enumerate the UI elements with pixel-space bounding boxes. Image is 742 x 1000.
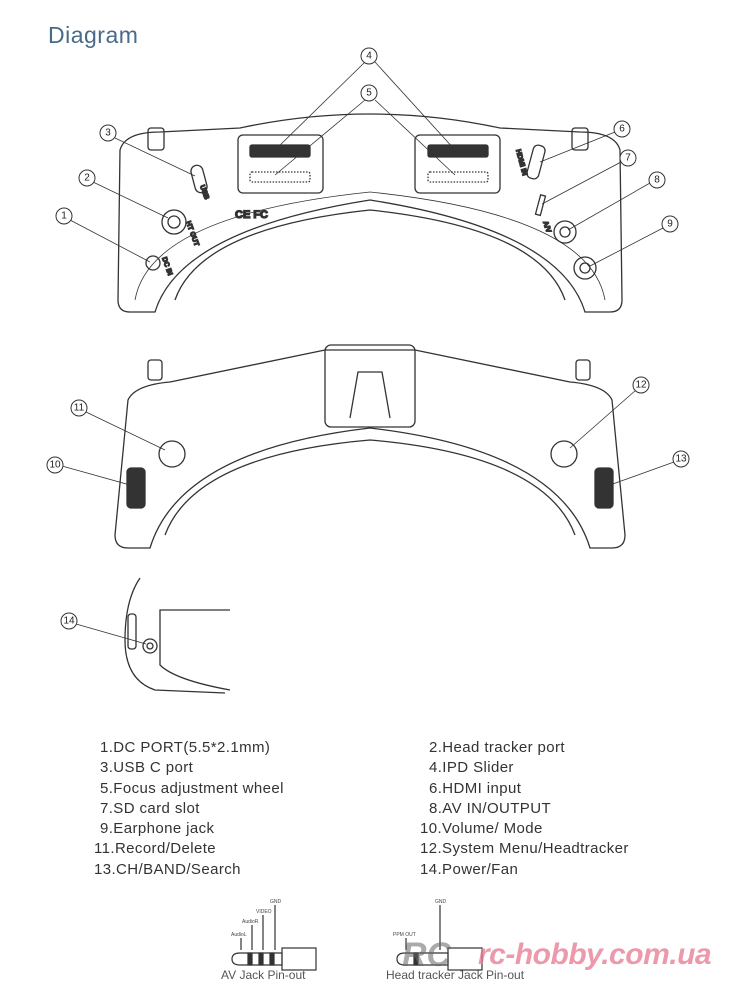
callout-5: 5: [366, 88, 372, 99]
goggles-side-detail: [124, 577, 231, 694]
dc-in-label: DC IN: [160, 256, 173, 276]
pin-gnd-ht: GND: [435, 899, 447, 905]
pin-video: VIDEO: [256, 909, 272, 915]
pin-audior: AudioR: [242, 919, 259, 925]
legend-item: 4.IPD Slider: [429, 759, 514, 777]
callout-markers: [46, 47, 690, 630]
callout-3: 3: [105, 128, 111, 139]
legend-item: 11.Record/Delete: [94, 840, 217, 858]
legend-item: 3.USB C port: [100, 759, 194, 777]
callout-13: 13: [675, 454, 687, 465]
legend-item: 8.AV IN/OUTPUT: [429, 799, 552, 817]
legend-item: 1.DC PORT(5.5*2.1mm): [100, 739, 271, 756]
callout-12: 12: [635, 380, 647, 391]
av-pinout-caption: AV Jack Pin-out: [221, 968, 306, 982]
goggles-bottom-view: [114, 344, 626, 549]
page-title: Diagram: [48, 22, 139, 48]
callout-6: 6: [619, 124, 625, 135]
ht-jack-drawing: [396, 905, 483, 971]
callout-9: 9: [667, 219, 673, 230]
pin-audiol: AudioL: [231, 932, 247, 938]
ht-out-label: HT OUT: [184, 220, 200, 248]
legend-right: 2.Head tracker port 4.IPD Slider 6.HDMI …: [420, 738, 629, 880]
callout-8: 8: [654, 175, 660, 186]
legend-item: 12.System Menu/Headtracker: [420, 840, 629, 858]
callout-11: 11: [74, 403, 85, 414]
legend-item: 13.CH/BAND/Search: [94, 860, 241, 878]
legend-item: 14.Power/Fan: [420, 860, 519, 878]
ht-pinout-caption: Head tracker Jack Pin-out: [386, 968, 525, 982]
legend-item: 10.Volume/ Mode: [420, 820, 543, 838]
watermark-logo: RC: [402, 936, 452, 974]
callout-10: 10: [49, 460, 61, 471]
goggles-top-view: [117, 113, 623, 313]
callout-7: 7: [625, 153, 631, 164]
legend-item: 5.Focus adjustment wheel: [100, 779, 284, 797]
av-label: A/V: [541, 220, 552, 234]
callout-14: 14: [63, 616, 75, 627]
legend-left: 1.DC PORT(5.5*2.1mm) 3.USB C port 5.Focu…: [94, 738, 284, 880]
callout-4: 4: [366, 51, 372, 62]
pin-ppm-out: PPM OUT: [393, 932, 416, 938]
watermark-text: rc-hobby.com.ua: [478, 938, 712, 971]
hdmi-in-label: HDMI IN: [514, 149, 528, 177]
legend-item: 7.SD card slot: [100, 799, 200, 817]
legend-item: 2.Head tracker port: [429, 739, 565, 756]
cert-label: CE FC: [235, 209, 268, 221]
legend-item: 9.Earphone jack: [100, 820, 215, 838]
callout-1: 1: [61, 211, 67, 222]
callout-2: 2: [84, 173, 90, 184]
legend-item: 6.HDMI input: [429, 779, 522, 797]
av-jack-drawing: [231, 905, 317, 971]
pin-gnd-av: GND: [270, 899, 282, 905]
